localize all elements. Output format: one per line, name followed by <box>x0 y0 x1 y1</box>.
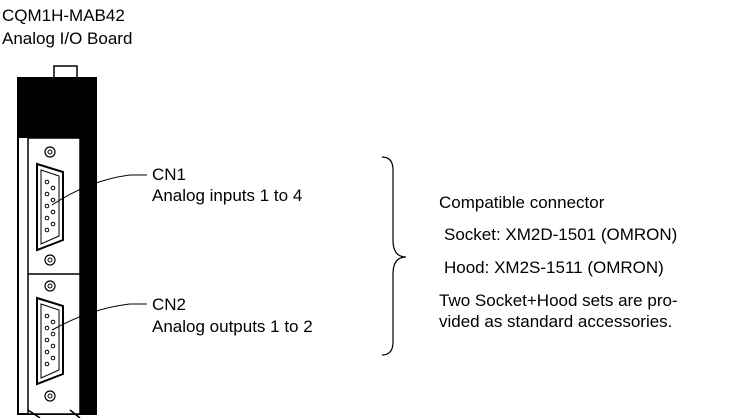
accessory-note-line2: vided as standard accessories. <box>439 312 673 331</box>
cn2-label: CN2 <box>152 295 187 314</box>
board-foot-right <box>69 409 81 418</box>
cn2-description: Analog outputs 1 to 2 <box>152 317 313 336</box>
cn1-label: CN1 <box>152 165 187 184</box>
board-model: CQM1H-MAB42 <box>2 6 125 25</box>
socket-part: Socket: XM2D-1501 (OMRON) <box>444 225 678 244</box>
connector-brace <box>381 156 407 356</box>
cn2-leader-line <box>51 303 147 331</box>
board-side-shade <box>80 138 96 414</box>
board-foot-left <box>27 409 41 418</box>
connector-heading: Compatible connector <box>439 193 605 212</box>
accessory-note-line1: Two Socket+Hood sets are pro- <box>439 291 678 310</box>
cn1-description: Analog inputs 1 to 4 <box>152 186 303 205</box>
hood-part: Hood: XM2S-1511 (OMRON) <box>444 258 664 277</box>
board-name: Analog I/O Board <box>2 29 133 48</box>
board-top-cap <box>18 78 96 138</box>
cn1-connector <box>36 146 64 266</box>
cn1-leader-line <box>51 174 147 206</box>
cn2-connector <box>36 280 64 402</box>
